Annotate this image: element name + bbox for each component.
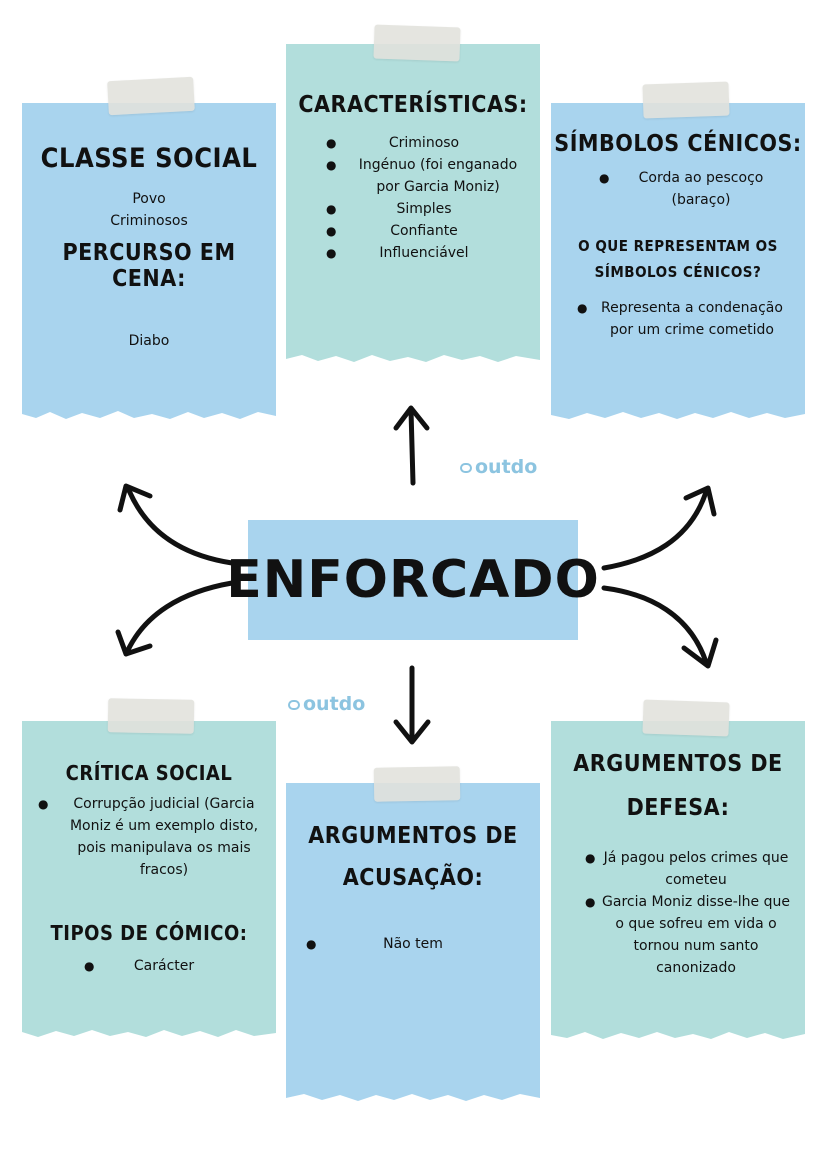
list-item: ●Influenciável bbox=[326, 245, 469, 261]
arrow-upper-right bbox=[601, 489, 709, 571]
card-simbolos-cenicos: SÍMBOLOS CÉNICOS: ● Corda ao pescoço (ba… bbox=[551, 81, 805, 424]
tape bbox=[642, 699, 730, 737]
classe-social-line: Povo bbox=[132, 191, 166, 207]
tape bbox=[373, 766, 461, 802]
acusacao-title-line2: ACUSAÇÃO: bbox=[342, 865, 484, 891]
acusacao-item: ● Não tem bbox=[306, 936, 443, 952]
defesa-title-line1: ARGUMENTOS DE bbox=[573, 751, 783, 777]
torn-edge bbox=[286, 1094, 540, 1106]
arrow-up bbox=[408, 407, 416, 486]
caracteristicas-title: CARACTERÍSTICAS: bbox=[298, 92, 528, 118]
tape bbox=[107, 698, 195, 734]
torn-edge bbox=[286, 355, 540, 367]
simbolos-item: ● Corda ao pescoço (baraço) bbox=[599, 170, 764, 208]
arrow-lower-right bbox=[601, 585, 709, 665]
watermark-logo: outdo bbox=[460, 456, 537, 478]
list-item: ●Confiante bbox=[326, 223, 458, 239]
defesa-list: ●Já pagou pelos crimes que cometeu ●Garc… bbox=[585, 847, 793, 979]
comico-item: ● Carácter bbox=[84, 958, 195, 974]
tape bbox=[373, 24, 461, 62]
simbolos-title: SÍMBOLOS CÉNICOS: bbox=[554, 131, 802, 157]
torn-edge bbox=[551, 1032, 805, 1044]
tape bbox=[642, 81, 730, 119]
tape bbox=[107, 76, 195, 116]
defesa-title-line2: DEFESA: bbox=[626, 795, 730, 821]
card-argumentos-defesa: ARGUMENTOS DE DEFESA: ●Já pagou pelos cr… bbox=[551, 699, 805, 1044]
arrow-upper-left bbox=[125, 485, 235, 566]
center-label: ENFORCADO bbox=[226, 520, 599, 640]
classe-social-title: CLASSE SOCIAL bbox=[40, 143, 258, 174]
torn-edge bbox=[22, 1030, 276, 1042]
critica-title: CRÍTICA SOCIAL bbox=[65, 761, 233, 785]
card-classe-social: CLASSE SOCIAL Povo Criminosos PERCURSO E… bbox=[22, 76, 276, 424]
center-title: ENFORCADO bbox=[226, 550, 600, 610]
arrow-lower-left bbox=[125, 580, 235, 653]
acusacao-title-line1: ARGUMENTOS DE bbox=[308, 823, 518, 849]
card-argumentos-acusacao: ARGUMENTOS DE ACUSAÇÃO: ● Não tem bbox=[286, 766, 540, 1106]
classe-social-line: Criminosos bbox=[110, 213, 188, 229]
card-caracteristicas: CARACTERÍSTICAS: ●Criminoso ●Ingénuo (fo… bbox=[286, 24, 540, 367]
torn-edge bbox=[551, 412, 805, 424]
critica-item: ● Corrupção judicial (Garcia Moniz é um … bbox=[38, 796, 259, 878]
torn-edge bbox=[22, 411, 276, 424]
watermark-logo: outdo bbox=[288, 693, 365, 715]
card-critica-social: CRÍTICA SOCIAL ● Corrupção judicial (Gar… bbox=[22, 698, 276, 1042]
simbolos-question: O QUE REPRESENTAM OS SÍMBOLOS CÉNICOS? bbox=[578, 237, 778, 281]
simbolos-answer: ● Representa a condenação por um crime c… bbox=[577, 300, 783, 338]
list-item: ●Ingénuo (foi enganado por Garcia Moniz) bbox=[326, 157, 518, 195]
list-item: ●Garcia Moniz disse-lhe que o que sofreu… bbox=[585, 894, 790, 976]
percurso-text: Diabo bbox=[128, 333, 170, 349]
caracteristicas-list: ●Criminoso ●Ingénuo (foi enganado por Ga… bbox=[322, 132, 526, 264]
comico-title: TIPOS DE CÓMICO: bbox=[50, 921, 248, 945]
list-item: ●Criminoso bbox=[326, 135, 460, 151]
percurso-title: PERCURSO EM CENA: bbox=[62, 240, 236, 292]
list-item: ●Simples bbox=[326, 201, 452, 217]
list-item: ●Já pagou pelos crimes que cometeu bbox=[585, 850, 789, 888]
